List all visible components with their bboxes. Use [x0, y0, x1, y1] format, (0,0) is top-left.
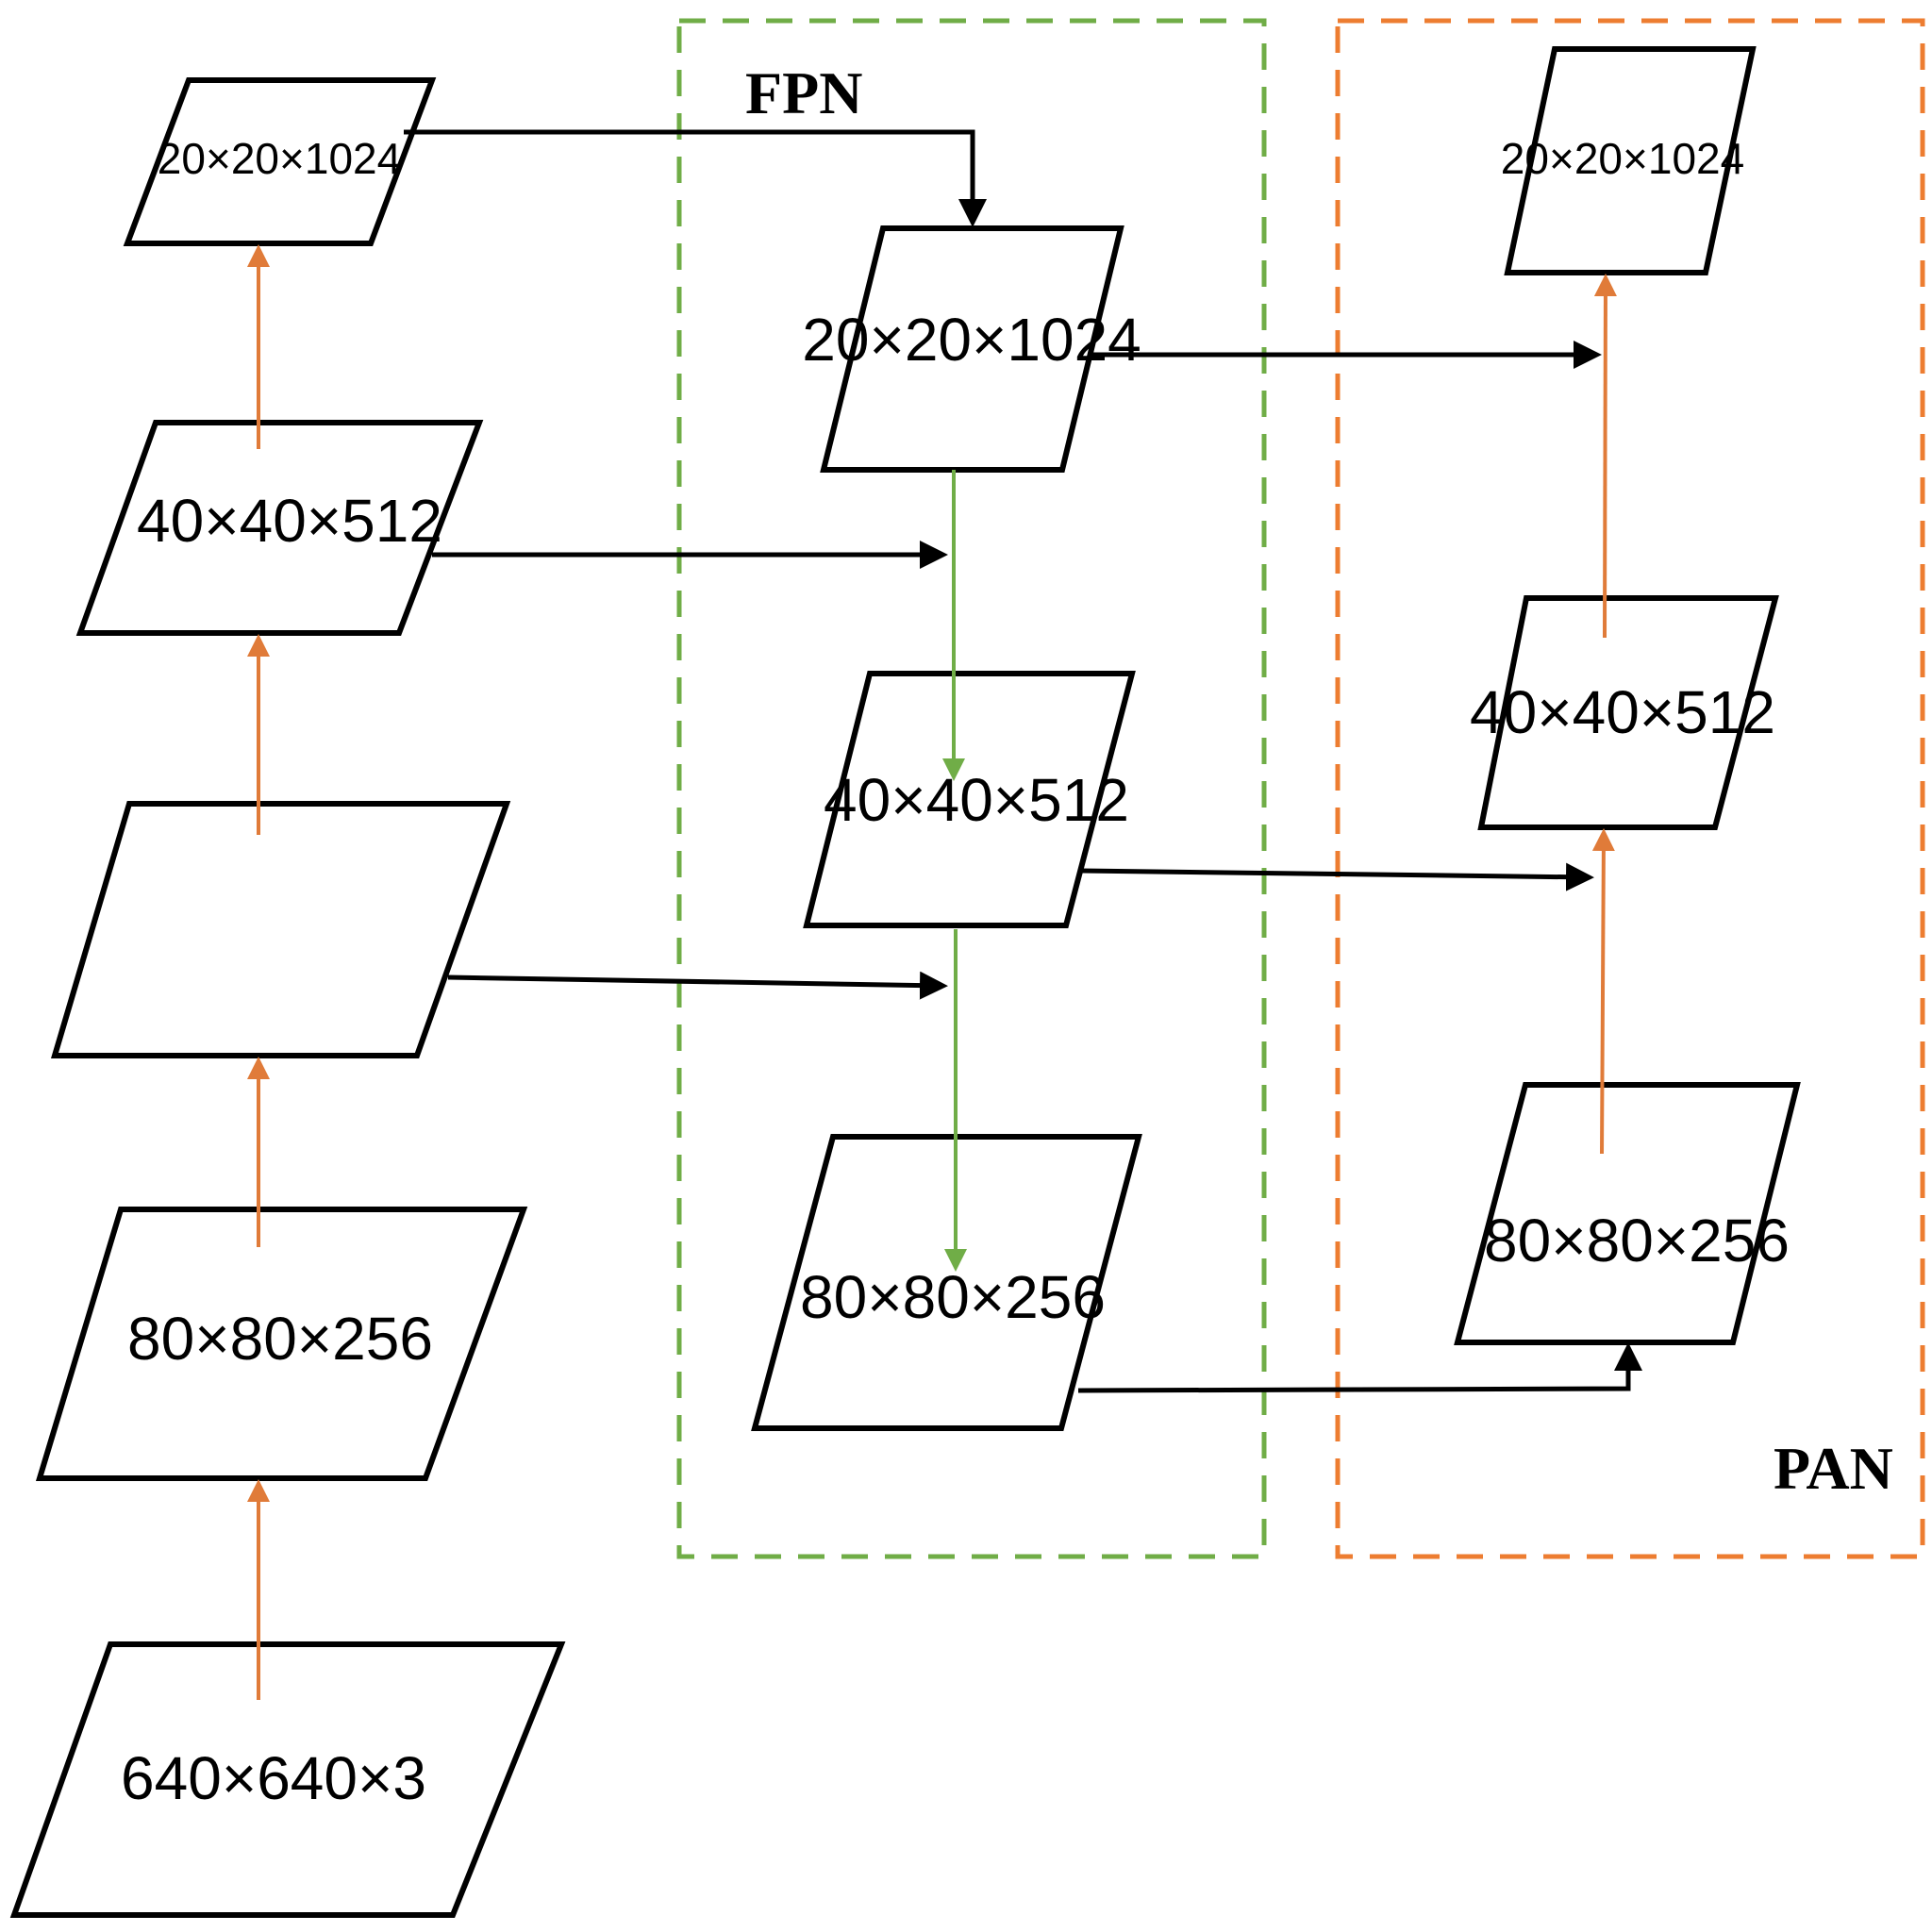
backbone-c4-node	[50, 801, 511, 1058]
fpn-p3-label: 80×80×256	[800, 1263, 1106, 1331]
arrow-n3-to-n4	[1591, 828, 1615, 1155]
backbone-c6-label: 20×20×1024	[158, 134, 401, 183]
fpn-p5-label: 20×20×1024	[802, 306, 1141, 374]
fpn-region-frame	[676, 18, 1267, 1559]
pan-n5-node: 20×20×1024	[1501, 46, 1757, 275]
pan-region-title: PAN	[1774, 1435, 1893, 1502]
fpn-p4-label: 40×40×512	[824, 766, 1129, 834]
fpn-region-title: FPN	[745, 59, 862, 126]
arrow-c6-to-p5	[404, 129, 987, 227]
backbone-c5-node: 40×40×512	[75, 420, 484, 636]
arrow-p4-to-n4	[1080, 862, 1594, 891]
fpn-p4-node: 40×40×512	[803, 671, 1136, 928]
pan-n4-label: 40×40×512	[1470, 678, 1775, 746]
backbone-input-node: 640×640×3	[9, 1641, 566, 1918]
pan-n4-node: 40×40×512	[1470, 595, 1779, 830]
arrow-n4-to-n5	[1593, 274, 1617, 639]
arrow-p3-to-n3	[1077, 1342, 1642, 1393]
backbone-input-label: 640×640×3	[121, 1744, 426, 1812]
backbone-c5-label: 40×40×512	[137, 487, 442, 555]
pan-region-frame	[1335, 18, 1925, 1559]
pan-n3-label: 80×80×256	[1484, 1207, 1790, 1274]
fpn-p3-node: 80×80×256	[751, 1134, 1142, 1431]
fpn-p5-node: 20×20×1024	[802, 225, 1141, 473]
backbone-c3-node: 80×80×256	[35, 1207, 528, 1481]
arrow-c4-to-p3	[447, 971, 948, 1000]
backbone-c3-label: 80×80×256	[127, 1305, 433, 1373]
pan-n3-node: 80×80×256	[1454, 1082, 1801, 1345]
pan-n5-label: 20×20×1024	[1501, 134, 1744, 183]
backbone-c6-node: 20×20×1024	[123, 77, 437, 246]
